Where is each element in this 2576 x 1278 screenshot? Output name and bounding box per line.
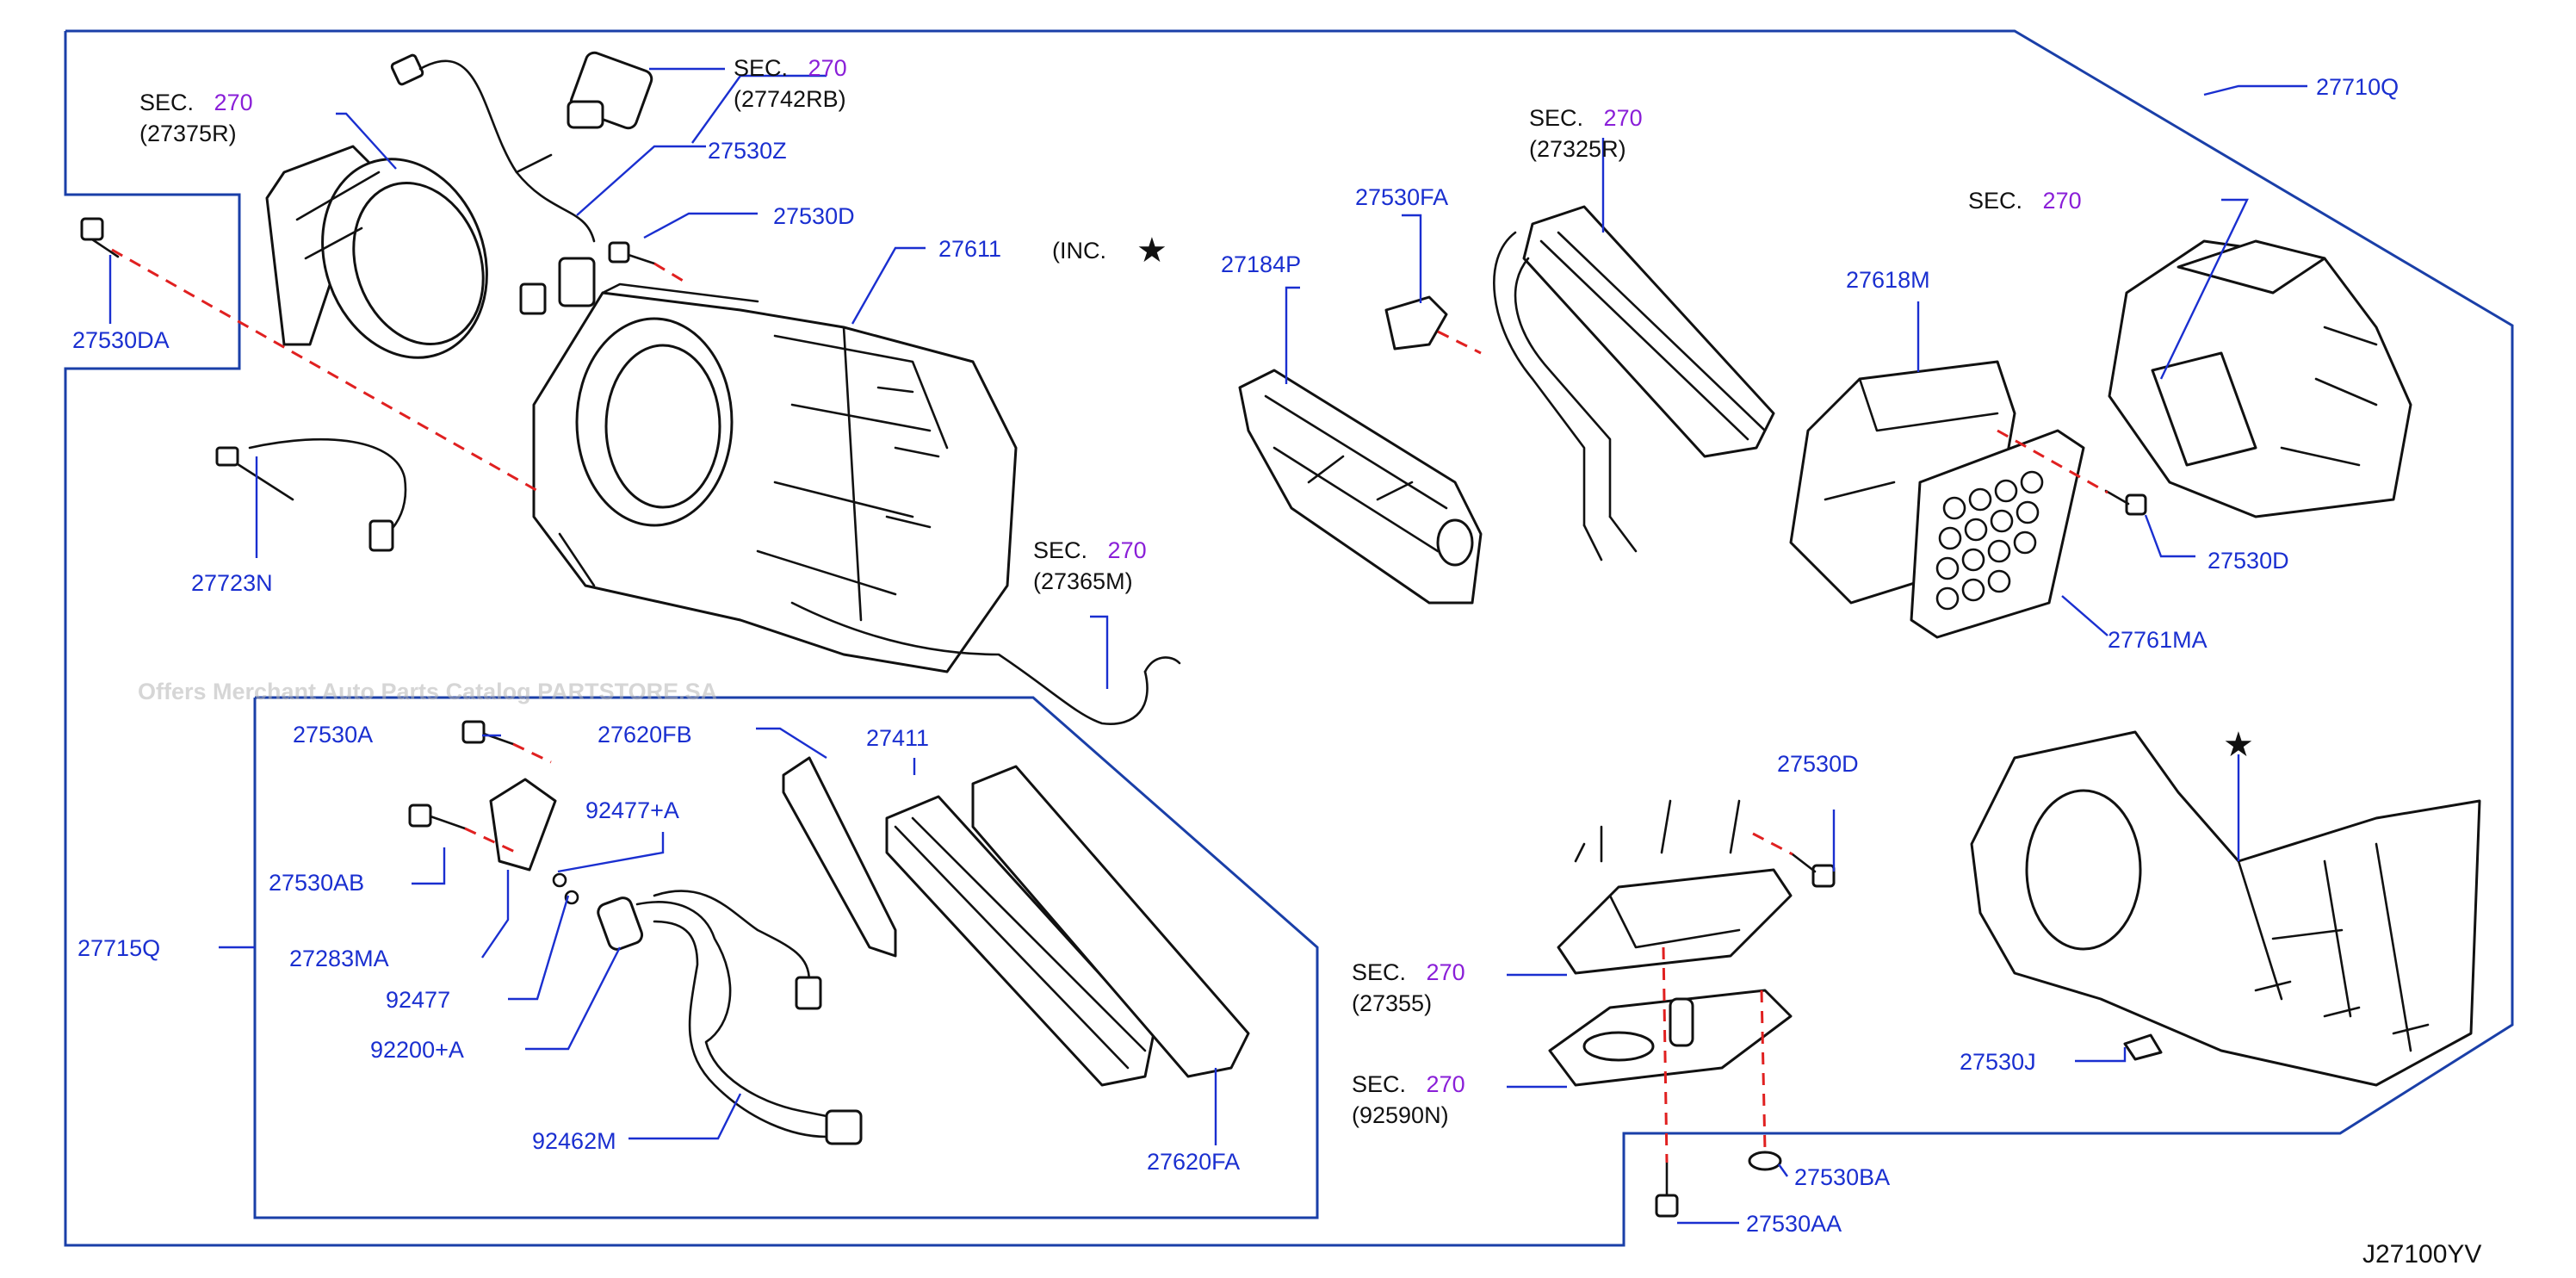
part-27530D[interactable]: 27530D bbox=[2208, 548, 2289, 574]
part-27710Q[interactable]: 27710Q bbox=[2316, 74, 2399, 100]
sec-ref-27742RB: (27742RB) bbox=[734, 86, 846, 112]
sec-label-27375R: SEC. 270 bbox=[139, 90, 253, 115]
blower-housing-drawing bbox=[532, 282, 1018, 673]
star-icon: ★ bbox=[1136, 232, 1167, 270]
part-27530DA[interactable]: 27530DA bbox=[72, 327, 170, 353]
sec-label-27710Q-area: SEC. 270 bbox=[1968, 188, 2082, 214]
motor-bracket-drawing bbox=[1548, 799, 1793, 1087]
part-92477[interactable]: 92477 bbox=[386, 987, 450, 1013]
blower-motor-drawing bbox=[265, 145, 488, 359]
inc-note: (INC. bbox=[1052, 238, 1106, 264]
part-27184P[interactable]: 27184P bbox=[1221, 251, 1301, 277]
part-27530AB[interactable]: 27530AB bbox=[269, 870, 364, 896]
part-92462M[interactable]: 92462M bbox=[532, 1128, 616, 1154]
leader-lines bbox=[108, 67, 2307, 1225]
resistor-connector-drawing bbox=[390, 51, 653, 315]
sec-ref-27365M: (27365M) bbox=[1033, 568, 1133, 594]
outer-frame-line bbox=[64, 29, 2514, 1247]
wire-harness-drawing bbox=[790, 601, 1181, 725]
part-27530BA[interactable]: 27530BA bbox=[1794, 1164, 1890, 1190]
filter-rear-drawing bbox=[971, 765, 1250, 1078]
part-27530FA[interactable]: 27530FA bbox=[1355, 184, 1448, 210]
part-27530J[interactable]: 27530J bbox=[1960, 1049, 2036, 1075]
part-27620FA[interactable]: 27620FA bbox=[1147, 1149, 1240, 1175]
drawing-code: J27100YV bbox=[2362, 1240, 2481, 1269]
sec-label-27742RB: SEC. 270 bbox=[734, 55, 847, 81]
part-27723N[interactable]: 27723N bbox=[191, 570, 273, 596]
part-27530A[interactable]: 27530A bbox=[293, 722, 373, 748]
part-27530D[interactable]: 27530D bbox=[773, 203, 855, 229]
part-27715Q[interactable]: 27715Q bbox=[77, 935, 160, 961]
sec-ref-92590N: (92590N) bbox=[1352, 1102, 1449, 1128]
dashed-axis bbox=[1752, 832, 1793, 856]
star-icon: ★ bbox=[2223, 726, 2254, 764]
part-27620FB[interactable]: 27620FB bbox=[598, 722, 692, 748]
bolt-27530A-drawing bbox=[461, 720, 515, 746]
bolt-27530AA-drawing bbox=[1655, 1161, 1679, 1218]
clip-drawing bbox=[1384, 295, 1448, 351]
dashed-axis bbox=[653, 262, 690, 286]
part-27530Z[interactable]: 27530Z bbox=[708, 138, 787, 164]
sec-ref-27375R: (27375R) bbox=[139, 121, 237, 146]
watermark: Offers Merchant Auto Parts Catalog PARTS… bbox=[138, 679, 717, 704]
grille-drawing bbox=[1910, 429, 2085, 639]
bolt-27530DA-drawing bbox=[80, 217, 120, 258]
evaporator-drawing bbox=[885, 795, 1155, 1087]
bolt-27530D-a-drawing bbox=[608, 241, 656, 265]
sec-ref-27325R: (27325R) bbox=[1529, 136, 1626, 162]
subassembly-frame-line bbox=[253, 696, 1319, 1219]
dashed-axis bbox=[1997, 429, 2108, 494]
part-27611[interactable]: 27611 bbox=[938, 236, 1001, 262]
dashed-axis bbox=[1662, 946, 1669, 1163]
sec-label-27355: SEC. 270 bbox=[1352, 959, 1465, 985]
duct-assembly-drawing bbox=[2108, 239, 2412, 518]
bolt-27530D-c-drawing bbox=[1791, 853, 1836, 888]
part-27761MA[interactable]: 27761MA bbox=[2108, 627, 2208, 653]
heater-core-drawing bbox=[1493, 205, 1775, 561]
lower-housing-drawing bbox=[1970, 730, 2481, 1087]
part-92200-plus-A[interactable]: 92200+A bbox=[370, 1037, 464, 1063]
part-27283MA[interactable]: 27283MA bbox=[289, 946, 389, 971]
sensor-drawing bbox=[215, 437, 407, 552]
sec-label-27325R: SEC. 270 bbox=[1529, 105, 1643, 131]
bolt-27530D-b-drawing bbox=[2104, 489, 2147, 516]
sec-label-92590N: SEC. 270 bbox=[1352, 1071, 1465, 1097]
dashed-axis bbox=[1437, 330, 1482, 355]
part-92477-plus-A[interactable]: 92477+A bbox=[585, 797, 679, 823]
o-rings-drawing bbox=[552, 872, 579, 905]
bolt-27530AB-drawing bbox=[408, 803, 467, 830]
intake-door-drawing bbox=[1238, 369, 1483, 605]
part-27530D[interactable]: 27530D bbox=[1777, 751, 1859, 777]
part-27530AA[interactable]: 27530AA bbox=[1746, 1211, 1842, 1237]
filter-front-drawing bbox=[782, 756, 897, 958]
nut-27530BA-drawing bbox=[1748, 1151, 1782, 1171]
dashed-axis bbox=[464, 827, 517, 854]
clip-27530J-drawing bbox=[2123, 1033, 2163, 1061]
sec-ref-27355: (27355) bbox=[1352, 990, 1432, 1016]
sec-label-27365M: SEC. 270 bbox=[1033, 537, 1147, 563]
part-27411[interactable]: 27411 bbox=[866, 725, 929, 751]
dashed-axis bbox=[512, 742, 552, 764]
part-27618M[interactable]: 27618M bbox=[1846, 267, 1930, 293]
dashed-axis bbox=[1760, 990, 1767, 1151]
